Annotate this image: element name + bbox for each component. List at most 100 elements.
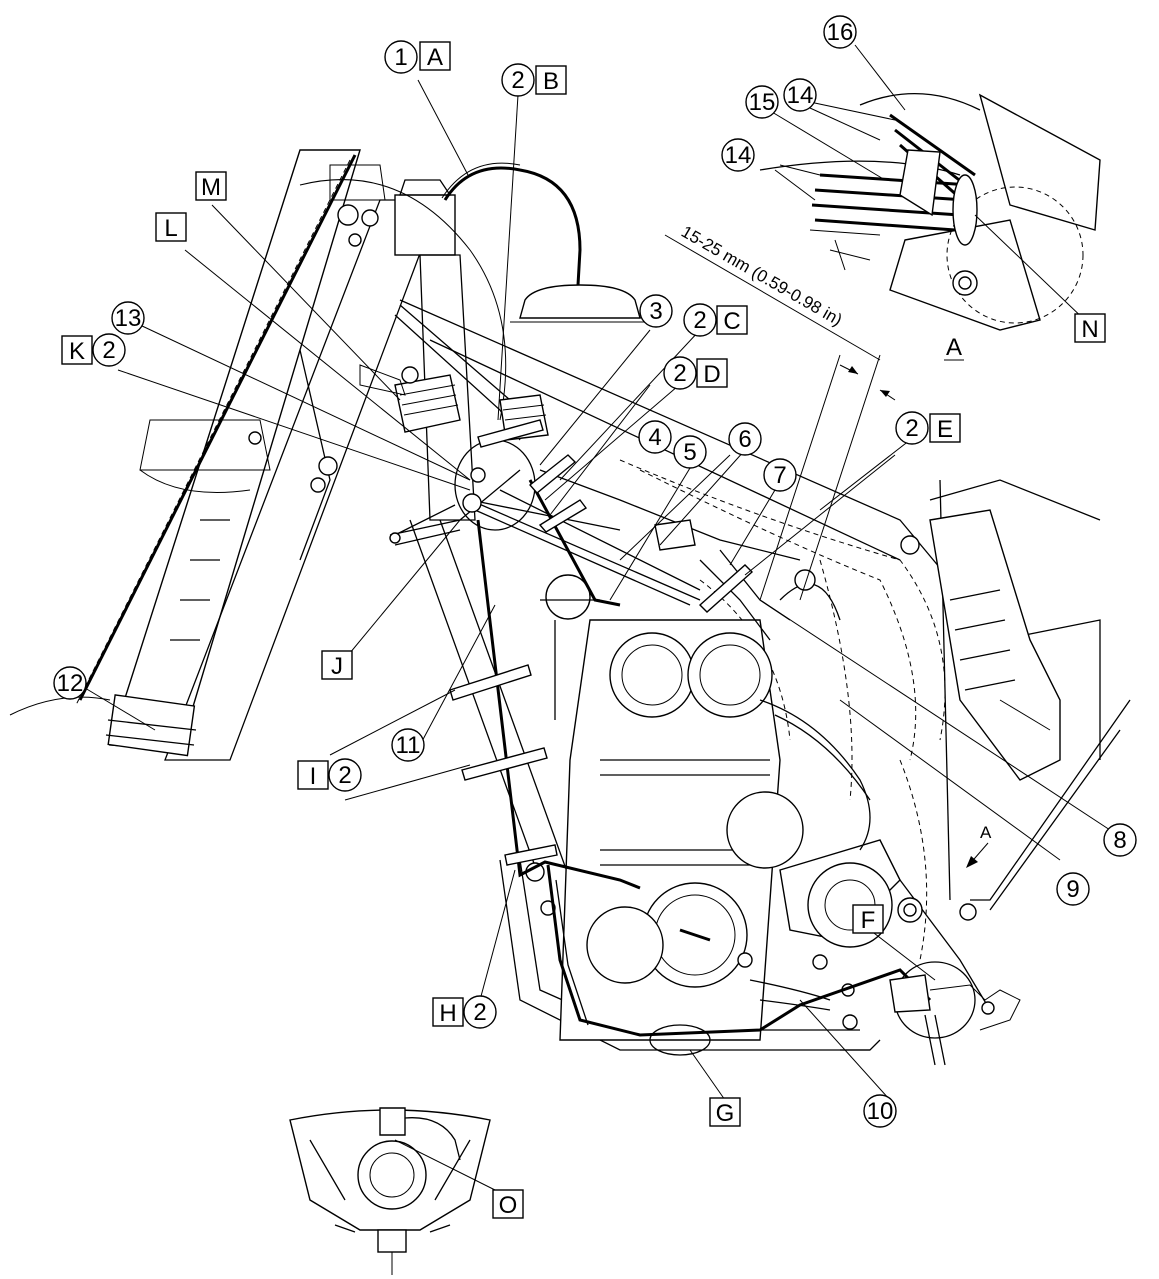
- letter-o-text: O: [499, 1192, 518, 1219]
- callout-7-text: 7: [773, 462, 786, 489]
- callout-9: 9: [1056, 872, 1090, 906]
- callout-8-text: 8: [1113, 827, 1126, 854]
- letter-n-text: N: [1081, 316, 1098, 343]
- callout-11-text: 11: [396, 732, 421, 759]
- letter-e-text: E: [937, 416, 953, 443]
- tie-d: [538, 499, 588, 533]
- callout-16-text: 16: [827, 19, 854, 46]
- callout-1-text: 1: [394, 44, 407, 71]
- wire-harness: [389, 304, 932, 1037]
- callout-13: 13: [111, 301, 145, 335]
- letter-a: A: [419, 41, 451, 71]
- view-a-arrow: A: [966, 823, 992, 868]
- callout-14-upper: 14: [783, 78, 817, 112]
- letter-e: E: [929, 413, 961, 443]
- callout-2-d-text: 2: [673, 360, 686, 387]
- harness-g-ellipse: [649, 1024, 711, 1056]
- callout-3: 3: [639, 294, 673, 328]
- letter-j: J: [321, 650, 353, 680]
- letter-g: G: [709, 1097, 741, 1127]
- callout-2-h: 2: [463, 995, 497, 1029]
- cable-loop: [441, 162, 650, 323]
- tie-b: [477, 419, 544, 448]
- letter-k-text: K: [69, 338, 85, 365]
- callout-12-text: 12: [57, 670, 84, 697]
- callout-2-k-text: 2: [102, 337, 115, 364]
- letter-j-text: J: [331, 653, 343, 680]
- letter-m-text: M: [201, 174, 221, 201]
- letter-h: H: [432, 997, 464, 1027]
- letter-n: N: [1074, 313, 1106, 343]
- letter-b: B: [535, 65, 567, 95]
- letter-i: I: [297, 760, 329, 790]
- callout-2-i: 2: [328, 758, 362, 792]
- letter-f-text: F: [861, 907, 876, 934]
- callout-6-text: 6: [738, 426, 751, 453]
- tie-h: [504, 844, 558, 866]
- callout-7: 7: [763, 458, 797, 492]
- letter-b-text: B: [543, 68, 559, 95]
- letter-k: K: [61, 335, 93, 365]
- callout-5-text: 5: [683, 439, 696, 466]
- letter-f: F: [852, 904, 884, 934]
- letter-l: L: [155, 212, 187, 242]
- air-filter-box: [929, 509, 1061, 781]
- callout-9-text: 9: [1066, 876, 1079, 903]
- letter-callouts: A B C D E F G H I J K L M N O: [61, 41, 1106, 1219]
- callout-10-text: 10: [867, 1098, 894, 1125]
- callout-15-text: 15: [749, 89, 776, 116]
- callout-1: 1: [384, 40, 418, 74]
- letter-d: D: [696, 358, 728, 388]
- callout-4: 4: [638, 420, 672, 454]
- callout-2-b: 2: [501, 63, 535, 97]
- view-a-label: A: [946, 334, 962, 361]
- callout-16: 16: [823, 15, 857, 49]
- dimension-indicator: 15-25 mm (0.59-0.98 in): [664, 222, 896, 601]
- callout-2-b-text: 2: [511, 67, 524, 94]
- callout-8: 8: [1103, 823, 1137, 857]
- letter-i-text: I: [310, 763, 317, 790]
- leader-lines: [84, 44, 1111, 1196]
- tie-i2: [461, 747, 548, 781]
- callout-2-c: 2: [683, 303, 717, 337]
- callout-2-d: 2: [663, 356, 697, 390]
- callout-3-text: 3: [649, 298, 662, 325]
- cable-ties: [449, 419, 754, 866]
- letter-d-text: D: [703, 361, 720, 388]
- callout-14-lower: 14: [721, 138, 755, 172]
- detail-view-a: [759, 93, 1101, 331]
- callout-5: 5: [673, 435, 707, 469]
- rear-brake-area: [840, 961, 1021, 1066]
- letter-a-text: A: [427, 44, 443, 71]
- letter-h-text: H: [439, 1000, 456, 1027]
- callout-4-text: 4: [648, 424, 661, 451]
- callout-2-e-text: 2: [905, 415, 918, 442]
- headlight-inset: [289, 1107, 491, 1275]
- letter-o: O: [492, 1189, 524, 1219]
- callout-14-upper-text: 14: [787, 82, 814, 109]
- callout-2-i-text: 2: [338, 762, 351, 789]
- view-a-arrow-label: A: [980, 823, 992, 842]
- callout-14-lower-text: 14: [725, 142, 752, 169]
- letter-g-text: G: [716, 1100, 735, 1127]
- callout-2-h-text: 2: [473, 999, 486, 1026]
- callout-2-c-text: 2: [693, 307, 706, 334]
- callout-2-k: 2: [92, 333, 126, 367]
- callout-12: 12: [53, 666, 87, 700]
- fork-stripe: [78, 154, 357, 701]
- letter-m: M: [195, 171, 227, 201]
- front-fork: [9, 149, 441, 761]
- tie-e: [698, 564, 754, 613]
- callout-6: 6: [728, 422, 762, 456]
- numbered-callouts: 1 2 2 2 2 2 2 2 3 4 5 6 7 8 9 10 11 12 1…: [53, 15, 1137, 1128]
- engine: [540, 569, 901, 1041]
- callout-10: 10: [863, 1094, 897, 1128]
- tie-i1: [449, 664, 532, 701]
- tie-c: [528, 454, 577, 494]
- letter-c-text: C: [723, 308, 740, 335]
- callout-15: 15: [745, 85, 779, 119]
- letter-l-text: L: [164, 215, 177, 242]
- callout-13-text: 13: [115, 305, 142, 332]
- letter-c: C: [716, 305, 748, 335]
